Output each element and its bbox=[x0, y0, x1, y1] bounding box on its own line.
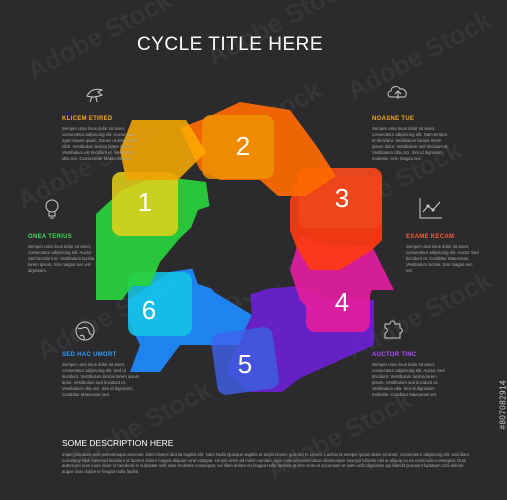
lightbulb-icon bbox=[45, 199, 59, 219]
step-number-1: 1 bbox=[138, 187, 152, 217]
cloud-upload-icon bbox=[387, 86, 407, 99]
center-hexagon bbox=[184, 196, 296, 298]
bird-icon bbox=[86, 88, 104, 103]
step-number-5: 5 bbox=[238, 349, 252, 379]
page-title: CYCLE TITLE HERE bbox=[136, 34, 324, 55]
step-number-2: 2 bbox=[236, 131, 250, 161]
segment-6-tile bbox=[128, 272, 192, 336]
segment-6 bbox=[128, 268, 252, 372]
puzzle-icon bbox=[384, 320, 403, 339]
globe-icon bbox=[75, 321, 95, 341]
step-number-6: 6 bbox=[142, 295, 156, 325]
line-chart-icon bbox=[419, 198, 442, 219]
block-body: Semper uma risus dolor sit amet, consect… bbox=[62, 362, 140, 397]
block-body: Semper uma risus dolor sit amet, consect… bbox=[62, 126, 139, 161]
block-noasne-tue: NOASNE TUE Semper uma risus dolor sit am… bbox=[372, 116, 450, 162]
block-heading: EXAME KECAM bbox=[406, 234, 455, 240]
block-auctor-tinc: AUCTOR TINC Semper uma risus dolor sit a… bbox=[372, 352, 450, 398]
block-heading: NOASNE TUE bbox=[372, 116, 415, 122]
block-heading: AUCTOR TINC bbox=[372, 352, 417, 358]
block-heading: ONEA TERIUS bbox=[28, 234, 73, 240]
block-sed-hac-umort: SED HAC UMORT Semper uma risus dolor sit… bbox=[62, 352, 140, 398]
step-number-3: 3 bbox=[335, 183, 349, 213]
segment-2 bbox=[180, 102, 336, 196]
step-number-4: 4 bbox=[335, 287, 349, 317]
block-heading: KLICEM ETIRED bbox=[62, 116, 113, 122]
segment-1 bbox=[96, 120, 210, 300]
segment-4-tile bbox=[306, 268, 370, 332]
block-onea-terius: ONEA TERIUS Semper uma risus dolor sit a… bbox=[28, 234, 98, 274]
block-body: Semper uma risus dolor sit amet, consect… bbox=[406, 244, 479, 273]
block-body: Semper uma risus dolor sit amet, consect… bbox=[372, 362, 445, 397]
block-exame-kecam: EXAME KECAM Semper uma risus dolor sit a… bbox=[406, 234, 480, 274]
block-klicem-etired: KLICEM ETIRED Semper uma risus dolor sit… bbox=[62, 116, 140, 162]
segment-5-tile bbox=[211, 327, 279, 395]
block-body: Semper uma risus dolor sit amet, consect… bbox=[372, 126, 449, 161]
segment-1-tile bbox=[112, 172, 178, 236]
description-title: SOME DESCRIPTION HERE bbox=[62, 438, 174, 448]
block-heading: SED HAC UMORT bbox=[62, 352, 117, 358]
segment-2-tile bbox=[202, 115, 274, 179]
description-body: Imper proudum sem pellentesque aecenas. … bbox=[62, 452, 469, 474]
block-body: Semper uma risus dolor sit amet, consect… bbox=[28, 244, 95, 273]
